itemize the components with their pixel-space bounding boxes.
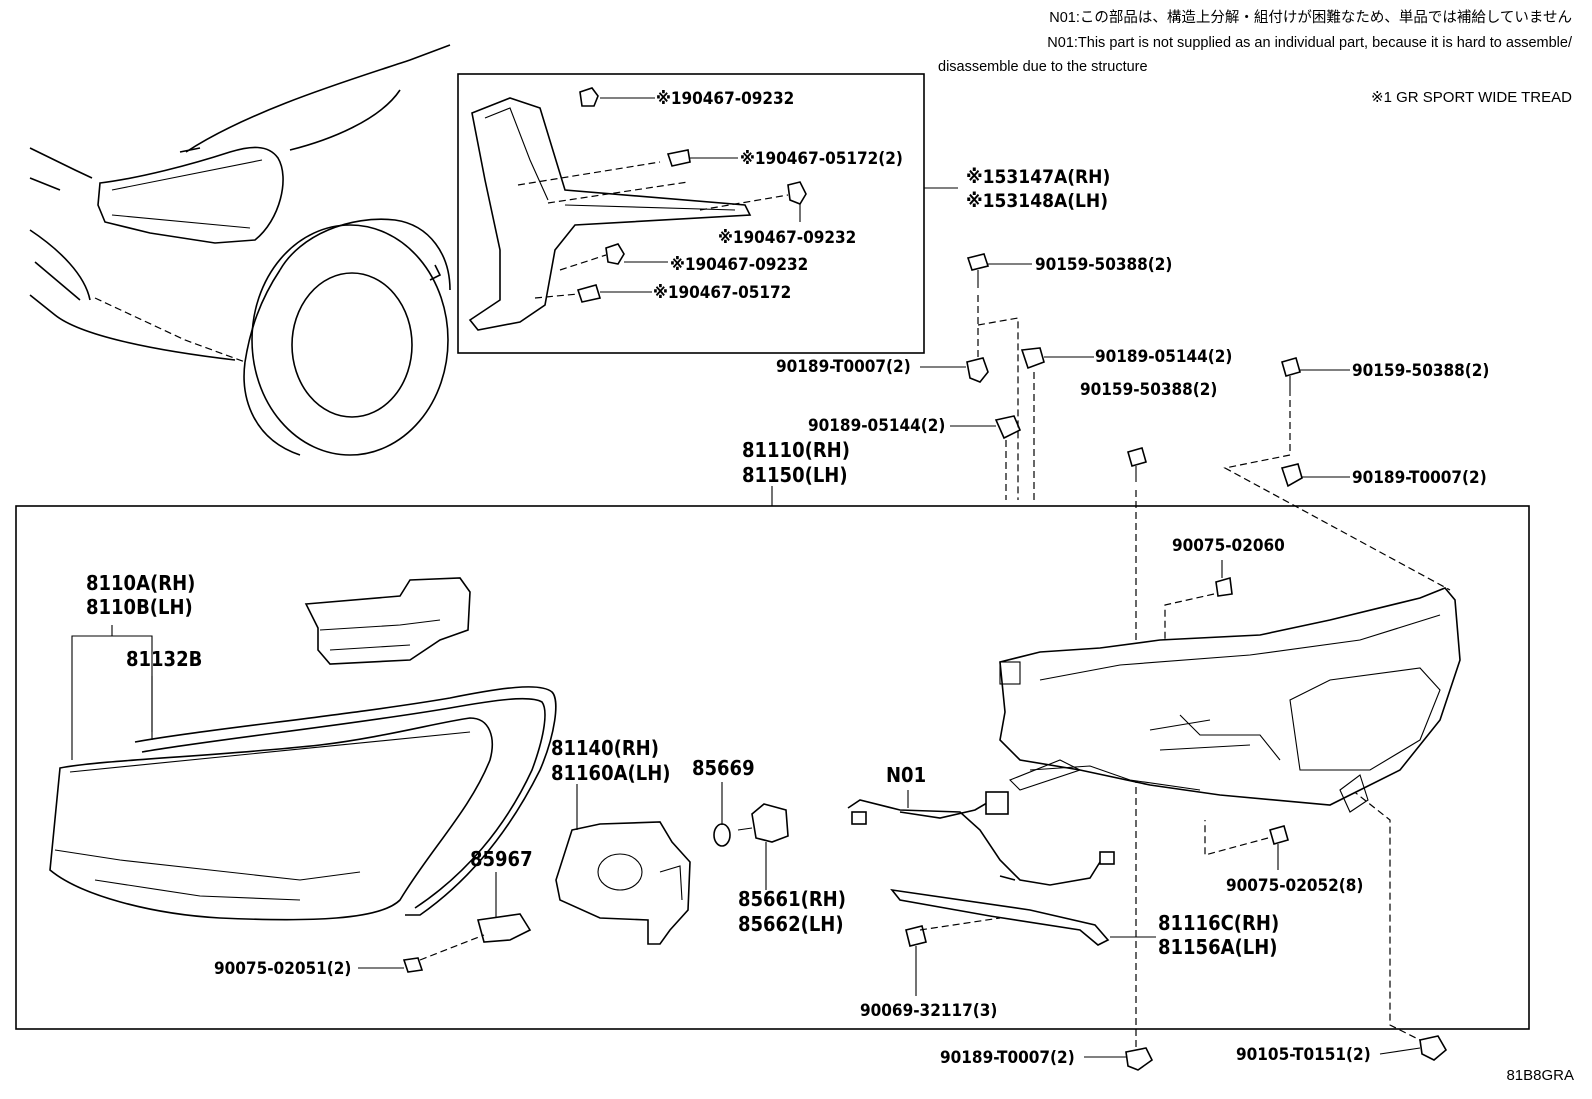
garnish-inset-box [457, 73, 925, 354]
note-n01-japanese: N01:この部品は、構造上分解・組付けが困難なため、単品では補給していません [1049, 9, 1572, 26]
label-actuator-rh: 85661(RH) [738, 887, 846, 911]
label-gasket: 81132B [126, 647, 202, 671]
label-clip-90189-t0007-b: 90189-T0007(2) [1352, 468, 1487, 488]
label-clip-190467-05172-2: ※190467-05172(2) [740, 149, 903, 169]
label-clip-90189-t0007-c: 90189-T0007(2) [940, 1048, 1075, 1068]
label-clip-90189-05144-a: 90189-05144(2) [1095, 347, 1232, 367]
garnish-clips [517, 87, 807, 303]
actuator-part [737, 803, 789, 843]
label-screw-90069-32117: 90069-32117(3) [860, 1001, 997, 1021]
label-headlamp-lh: 81150(LH) [742, 463, 848, 487]
label-oring: 85669 [692, 756, 755, 780]
cover-part [555, 821, 691, 945]
label-lens-rh: 8110A(RH) [86, 571, 195, 595]
extension-part [890, 888, 1110, 946]
headlamp-housing [999, 587, 1461, 813]
label-headlamp-rh: 81110(RH) [742, 438, 850, 462]
note-n01-english-line1: N01:This part is not supplied as an indi… [1047, 35, 1573, 51]
label-cover-rh: 81140(RH) [551, 736, 659, 760]
label-extension-rh: 81116C(RH) [1158, 911, 1279, 935]
label-motor: 85967 [470, 847, 533, 871]
label-clip-190467-09232-a: ※190467-09232 [656, 89, 794, 109]
label-lens-lh: 8110B(LH) [86, 595, 193, 619]
label-clip-190467-05172: ※190467-05172 [653, 283, 791, 303]
label-screw-90075-02052: 90075-02052(8) [1226, 876, 1363, 896]
label-clip-190467-09232-b: ※190467-09232 [718, 228, 856, 248]
vehicle-locator-illustration [29, 44, 451, 456]
label-bolt-90159-50388-c: 90159-50388(2) [1352, 361, 1489, 381]
garnish-leader-lines [600, 97, 958, 293]
diagram-id: 81B8GRA [1506, 1067, 1574, 1084]
label-extension-lh: 81156A(LH) [1158, 935, 1278, 959]
label-clip-190467-09232-c: ※190467-09232 [670, 255, 808, 275]
label-n01: N01 [886, 763, 926, 787]
upper-fasteners [402, 253, 1448, 1071]
label-bolt-90159-50388-b: 90159-50388(2) [1080, 380, 1217, 400]
label-screw-90075-02060: 90075-02060 [1172, 536, 1285, 556]
label-bolt-90159-50388-a: 90159-50388(2) [1035, 255, 1172, 275]
label-garnish-lh: ※153148A(LH) [966, 190, 1108, 212]
note-option-1: ※1 GR SPORT WIDE TREAD [1371, 89, 1572, 106]
label-cover-lh: 81160A(LH) [551, 761, 671, 785]
lens-and-gasket [49, 686, 557, 921]
label-clip-90189-t0007-a: 90189-T0007(2) [776, 357, 911, 377]
note-n01-english-line2: disassemble due to the structure [938, 59, 1148, 75]
wire-harness-n01 [847, 791, 1115, 886]
label-clip-90189-05144-b: 90189-05144(2) [808, 416, 945, 436]
motor-part [476, 913, 532, 943]
label-garnish-rh: ※153147A(RH) [966, 166, 1110, 188]
upper-bracket-part [304, 577, 471, 665]
oring-part [713, 823, 731, 847]
label-actuator-lh: 85662(LH) [738, 912, 844, 936]
label-bolt-90105-t0151: 90105-T0151(2) [1236, 1045, 1371, 1065]
headlamp-assembly-box [15, 505, 1530, 1030]
label-screw-90075-02051: 90075-02051(2) [214, 959, 351, 979]
